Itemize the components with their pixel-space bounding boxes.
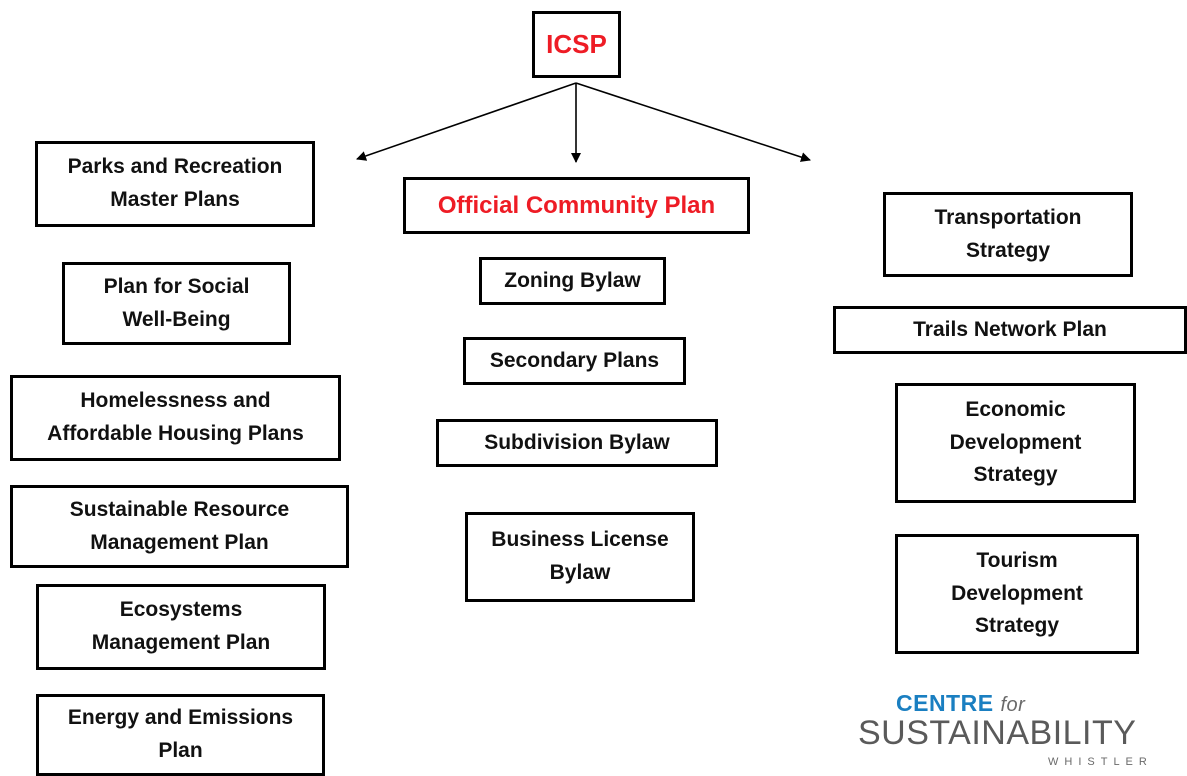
arrow-to-left-column [356,82,577,161]
icsp-label: ICSP [546,29,607,60]
logo-line-2: SUSTAINABILITY [858,714,1137,752]
box-line: Bylaw [549,561,611,584]
box-line: Plan for Social [103,274,250,298]
logo-line-1: CENTRE for [896,690,1025,717]
box-line: Zoning Bylaw [504,268,641,292]
box-line: Sustainable Resource [69,497,290,521]
official-community-plan-box: Official Community Plan [403,177,750,234]
secondary-plans-box: Secondary Plans [463,337,686,385]
box-line: Homelessness and [80,389,271,413]
zoning-bylaw-box: Zoning Bylaw [479,257,666,305]
box-line: Development [949,430,1082,454]
centre-for-sustainability-logo: CENTRE for SUSTAINABILITY WHISTLER [858,690,1158,774]
box-line: Official Community Plan [437,191,716,219]
box-line: Energy and Emissions [67,706,294,730]
box-line: Ecosystems [119,598,243,622]
box-line: Tourism [976,549,1058,573]
box-line: Subdivision Bylaw [484,430,670,454]
box-line: Transportation [934,205,1082,229]
box-line: Parks and Recreation [67,155,283,179]
box-line: Strategy [974,614,1060,638]
arrow-to-right-column [575,82,811,162]
logo-centre-text: CENTRE [896,690,994,716]
box-line: Master Plans [110,188,240,211]
box-line: Management Plan [91,631,271,654]
box-line: Plan [158,739,203,762]
box-line: Strategy [965,238,1050,262]
box-line: Affordable Housing Plans [47,422,304,445]
logo-line-3: WHISTLER [1048,756,1153,768]
logo-for-text: for [1000,694,1026,716]
box-line: Economic [965,398,1066,422]
box-line: Business License [491,528,669,552]
box-line: Well-Being [122,307,231,331]
trails-network-box: Trails Network Plan [833,306,1187,354]
box-line: Management Plan [90,530,269,554]
box-line: Trails Network Plan [913,317,1107,341]
box-line: Secondary Plans [489,348,660,372]
box-line: Development [951,581,1083,605]
subdivision-bylaw-box: Subdivision Bylaw [436,419,718,467]
box-line: Strategy [973,463,1058,487]
icsp-box: ICSP [532,11,621,78]
